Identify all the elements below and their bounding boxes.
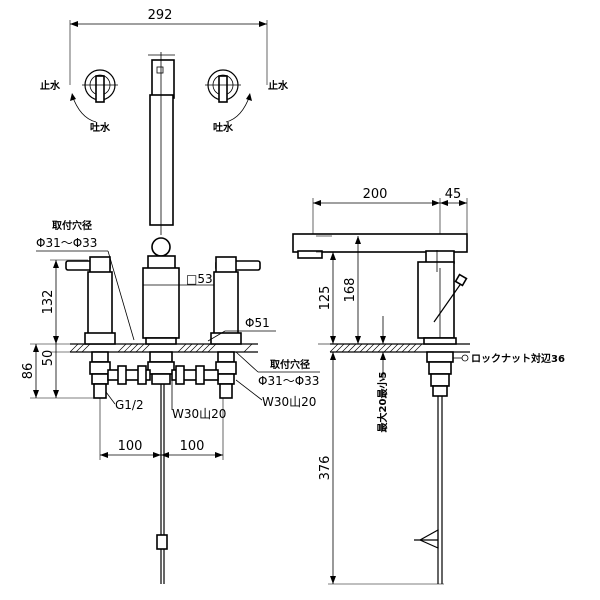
front-view: 132 50 86 100 100 取付穴径 Φ31～Φ33 □53 Φ51 取… bbox=[21, 219, 320, 584]
hatch-line bbox=[377, 343, 387, 353]
dim-hole-spacing-left: 100 bbox=[118, 439, 143, 454]
hatch-line bbox=[75, 343, 85, 353]
dim-hole-spacing-right: 100 bbox=[180, 439, 205, 454]
label-stop-water-right: 止水 bbox=[268, 79, 289, 92]
hatch-line bbox=[341, 343, 351, 353]
hatch-line bbox=[177, 343, 187, 353]
dim-deck-thickness: 50 bbox=[41, 350, 56, 367]
hatch-line bbox=[141, 343, 151, 353]
dim-hose-length: 376 bbox=[318, 456, 333, 481]
hatch-line bbox=[183, 343, 193, 353]
label-stop-water-left: 止水 bbox=[40, 79, 61, 92]
left-valve-front bbox=[65, 256, 116, 399]
dim-side-offset: 45 bbox=[445, 187, 462, 202]
hatch-line bbox=[353, 343, 363, 353]
spout-top bbox=[148, 52, 175, 235]
label-thread-w-right: W30山20 bbox=[262, 395, 316, 409]
hatch-line bbox=[207, 343, 217, 353]
hatch-line bbox=[395, 343, 405, 353]
hatch-line bbox=[123, 343, 133, 353]
hatch-line bbox=[329, 343, 339, 353]
label-discharge-left: 吐水 bbox=[90, 121, 111, 134]
dim-side-width: 200 bbox=[363, 187, 388, 202]
hatch-line bbox=[81, 343, 91, 353]
hatch-line bbox=[135, 343, 145, 353]
label-mount-hole-left-value: Φ31～Φ33 bbox=[36, 236, 97, 250]
hatch-line bbox=[401, 343, 411, 353]
top-view: 292 止水 止水 吐水 吐水 bbox=[40, 8, 289, 235]
pop-up-rod-front bbox=[156, 384, 168, 584]
dim-top-width: 292 bbox=[148, 8, 173, 23]
pop-up-rod-side bbox=[414, 396, 443, 584]
hatch-line bbox=[117, 343, 127, 353]
label-mount-hole-left-title: 取付穴径 bbox=[52, 219, 92, 232]
hatch-line bbox=[243, 343, 253, 353]
label-mount-hole-right-value: Φ31～Φ33 bbox=[258, 374, 319, 388]
hatch-line bbox=[347, 343, 357, 353]
counter-deck bbox=[69, 343, 258, 353]
dim-under-height: 86 bbox=[21, 363, 36, 380]
dim-total-height: 168 bbox=[343, 278, 358, 303]
left-handle-top bbox=[82, 69, 118, 103]
label-valve-base: Φ51 bbox=[245, 316, 270, 330]
spout-side bbox=[292, 233, 468, 340]
side-view: 200 45 bbox=[292, 187, 565, 585]
connecting-pipes bbox=[107, 365, 219, 385]
hatch-line bbox=[413, 343, 423, 353]
label-spout-base: □53 bbox=[186, 272, 213, 286]
spout-front bbox=[142, 237, 180, 385]
hatch-line bbox=[195, 343, 205, 353]
hatch-line bbox=[383, 343, 393, 353]
hatch-line bbox=[365, 343, 375, 353]
hatch-line bbox=[189, 343, 199, 353]
right-handle-top bbox=[205, 69, 241, 103]
dim-spout-height: 125 bbox=[318, 286, 333, 311]
label-discharge-right: 吐水 bbox=[213, 121, 234, 134]
counter-deck-side bbox=[329, 343, 470, 353]
label-mount-hole-right-title: 取付穴径 bbox=[270, 358, 310, 371]
label-thread-w-left: W30山20 bbox=[172, 407, 226, 421]
label-max-min-thickness: 最大20最小5 bbox=[376, 372, 389, 433]
hatch-line bbox=[335, 343, 345, 353]
hatch-line bbox=[201, 343, 211, 353]
hatch-line bbox=[129, 343, 139, 353]
hatch-line bbox=[407, 343, 417, 353]
right-valve-front bbox=[210, 256, 261, 399]
label-lock-nut: ロックナット対辺36 bbox=[471, 352, 565, 365]
hatch-line bbox=[389, 343, 399, 353]
hatch-line bbox=[371, 343, 381, 353]
hatch-line bbox=[69, 343, 79, 353]
label-thread-g: G1/2 bbox=[115, 398, 144, 412]
dim-valve-height: 132 bbox=[41, 290, 56, 315]
hatch-line bbox=[359, 343, 369, 353]
